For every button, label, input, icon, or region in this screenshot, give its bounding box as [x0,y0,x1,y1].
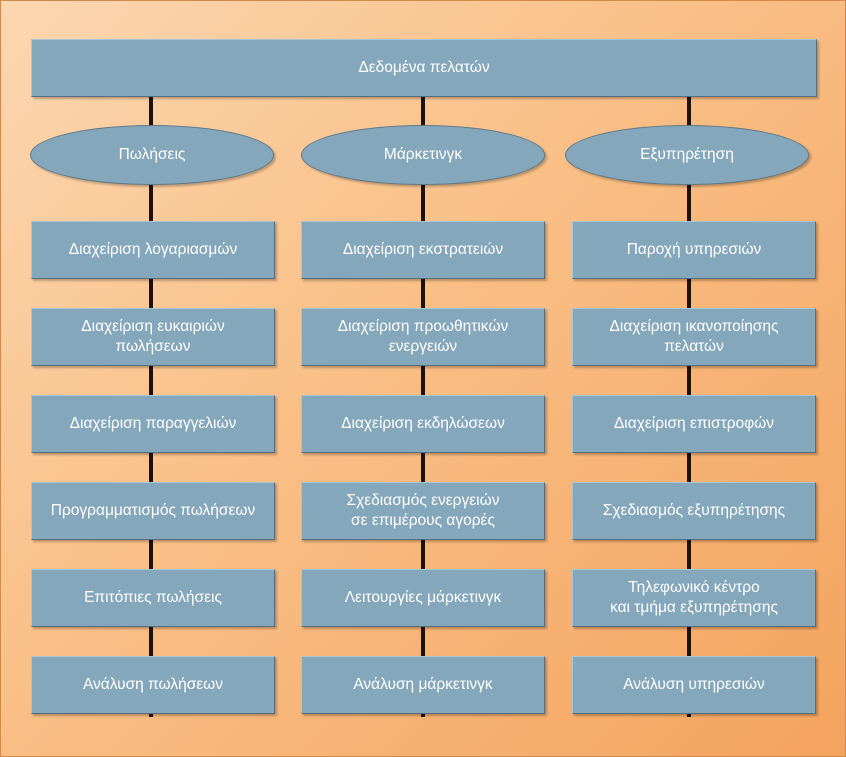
marketing-item-box: Διαχείριση εκστρατειών [301,221,545,279]
service-item-box: Σχεδιασμός εξυπηρέτησης [572,482,816,540]
item-label: Διαχείριση παραγγελιών [69,415,237,432]
marketing-item-box: Διαχείριση εκδηλώσεων [301,395,545,453]
marketing-item-box: Λειτουργίες μάρκετινγκ [301,569,545,627]
item-label: Σχεδιασμός ενεργειών σε επιμέρους αγορές [346,492,500,529]
category-oval-marketing: Μάρκετινγκ [301,125,545,185]
service-item-box: Τηλεφωνικό κέντρο και τμήμα εξυπηρέτησης [572,569,816,627]
item-label: Διαχείριση επιστροφών [613,415,775,432]
item-label: Διαχείριση προωθητικών ενεργειών [337,318,509,355]
marketing-item-box: Διαχείριση προωθητικών ενεργειών [301,308,545,366]
category-title: Πωλήσεις [118,146,186,163]
category-title: Μάρκετινγκ [383,146,463,163]
item-label: Λειτουργίες μάρκετινγκ [344,589,502,606]
item-label: Ανάλυση μάρκετινγκ [353,676,493,693]
category-title: Εξυπηρέτηση [640,146,734,163]
item-label: Προγραμματισμός πωλήσεων [50,502,256,519]
item-label: Επιτόπιες πωλήσεις [84,589,222,606]
item-label: Διαχείριση εκδηλώσεων [341,415,505,432]
sales-item-box: Διαχείριση ευκαιριών πωλήσεων [31,308,275,366]
item-label: Διαχείριση λογαριασμών [68,241,238,258]
sales-item-box: Ανάλυση πωλήσεων [31,656,275,714]
item-label: Ανάλυση πωλήσεων [82,676,224,693]
item-label: Παροχή υπηρεσιών [626,241,762,258]
sales-item-box: Προγραμματισμός πωλήσεων [31,482,275,540]
service-item-box: Ανάλυση υπηρεσιών [572,656,816,714]
category-oval-service: Εξυπηρέτηση [565,125,809,185]
root-box-customer-data: Δεδομένα πελατών [31,39,817,97]
sales-item-box: Διαχείριση λογαριασμών [31,221,275,279]
service-item-box: Διαχείριση ικανοποίησης πελατών [572,308,816,366]
item-label: Διαχείριση εκστρατειών [342,241,504,258]
service-item-box: Διαχείριση επιστροφών [572,395,816,453]
marketing-item-box: Ανάλυση μάρκετινγκ [301,656,545,714]
sales-item-box: Διαχείριση παραγγελιών [31,395,275,453]
category-oval-sales: Πωλήσεις [30,125,274,185]
item-label: Τηλεφωνικό κέντρο και τμήμα εξυπηρέτησης [610,579,778,616]
service-item-box: Παροχή υπηρεσιών [572,221,816,279]
item-label: Διαχείριση ευκαιριών πωλήσεων [81,318,225,355]
marketing-item-box: Σχεδιασμός ενεργειών σε επιμέρους αγορές [301,482,545,540]
sales-item-box: Επιτόπιες πωλήσεις [31,569,275,627]
item-label: Διαχείριση ικανοποίησης πελατών [609,318,779,355]
root-label: Δεδομένα πελατών [358,59,490,76]
item-label: Σχεδιασμός εξυπηρέτησης [602,502,786,519]
item-label: Ανάλυση υπηρεσιών [623,676,765,693]
